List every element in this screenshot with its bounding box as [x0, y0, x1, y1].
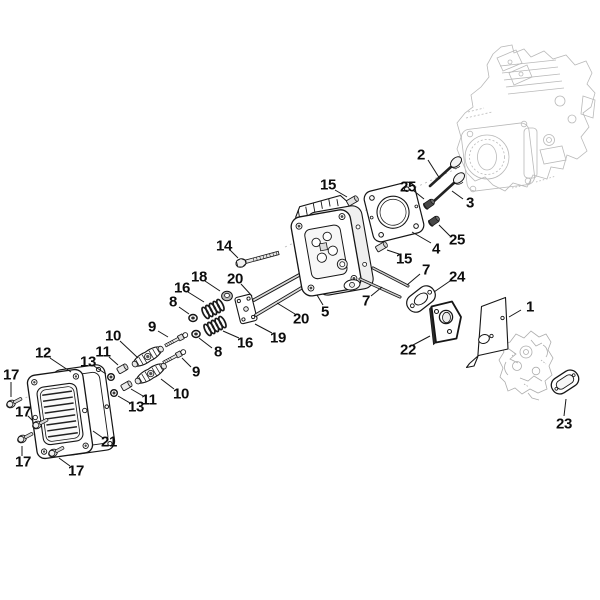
rocker-pivot-2 — [120, 380, 133, 392]
valve-stem-seal-2 — [427, 215, 440, 227]
cylinder-head — [290, 194, 374, 297]
leader-10-2 — [160, 378, 175, 390]
push-rod-2 — [254, 285, 305, 317]
head-gasket — [363, 181, 425, 243]
valve-spring-2 — [203, 315, 227, 337]
leader-15-1 — [334, 189, 348, 198]
leader-20-2 — [276, 302, 296, 315]
lock-nut-1 — [106, 373, 115, 382]
leader-8-1 — [178, 306, 190, 315]
cover-bolt-4 — [48, 446, 65, 458]
lock-nut-2 — [109, 389, 118, 398]
adjusting-screw-2 — [162, 349, 187, 365]
leader-11-2 — [130, 388, 144, 397]
carburetor-sketch — [498, 330, 554, 401]
leader-17-4 — [58, 457, 71, 467]
leader-20-1 — [240, 283, 253, 297]
leader-25-1 — [413, 190, 425, 200]
leader-16-1 — [187, 291, 205, 303]
leader-10-1 — [119, 340, 139, 359]
valve-exhaust — [431, 172, 465, 204]
leader-22 — [412, 335, 431, 346]
cover-bolt-2 — [32, 418, 49, 430]
leader-4 — [411, 231, 432, 244]
adjusting-screw-1 — [164, 332, 189, 348]
cover-bolt-3 — [17, 432, 34, 444]
spring-washer-2 — [191, 329, 201, 339]
leader-3 — [451, 190, 464, 200]
leader-16-2 — [222, 330, 240, 339]
leader-25-2 — [438, 224, 451, 237]
rocker-pivot-1 — [116, 363, 129, 375]
rod-guide-plate — [234, 293, 258, 325]
leader-15-2 — [386, 249, 400, 255]
leader-23 — [563, 398, 567, 417]
valve-cover — [26, 368, 94, 460]
leader-7-2 — [370, 286, 383, 297]
cover-bolt-1 — [6, 397, 23, 409]
leader-13-1 — [93, 365, 107, 375]
head-bolt — [235, 250, 280, 268]
push-rod-1 — [252, 272, 303, 302]
rocker-arm-1 — [131, 345, 164, 368]
leader-18 — [204, 280, 221, 292]
leader-9-1 — [157, 330, 169, 338]
dowel-pin-2 — [375, 241, 388, 253]
leader-21 — [92, 430, 104, 439]
leader-19 — [254, 323, 273, 334]
stud-1 — [371, 266, 410, 288]
engine-block-sketch — [456, 44, 596, 193]
shroud-plate — [465, 296, 509, 369]
valve-intake — [428, 156, 462, 188]
rocker-arm-2 — [134, 362, 167, 385]
leader-17-2 — [27, 415, 34, 422]
spring-retainer — [221, 290, 233, 302]
leader-11-1 — [108, 356, 119, 366]
spring-washer-1 — [188, 313, 198, 323]
leader-5 — [316, 294, 324, 306]
leader-8-2 — [198, 337, 213, 349]
leader-9-2 — [181, 357, 192, 368]
carburetor-gasket — [550, 369, 580, 395]
leader-2 — [427, 159, 441, 180]
leader-lines — [10, 159, 567, 467]
exhaust-gasket — [406, 285, 436, 313]
leader-7-1 — [406, 273, 421, 286]
muffler-plate — [429, 300, 462, 346]
leader-14 — [229, 249, 239, 259]
valve-spring-1 — [201, 298, 225, 320]
valve-stem-seal-1 — [422, 198, 435, 210]
leader-13-2 — [117, 395, 131, 404]
dowel-pin-1 — [346, 195, 359, 207]
leader-1 — [508, 309, 522, 318]
leader-24 — [433, 280, 451, 293]
leader-12 — [49, 357, 72, 373]
